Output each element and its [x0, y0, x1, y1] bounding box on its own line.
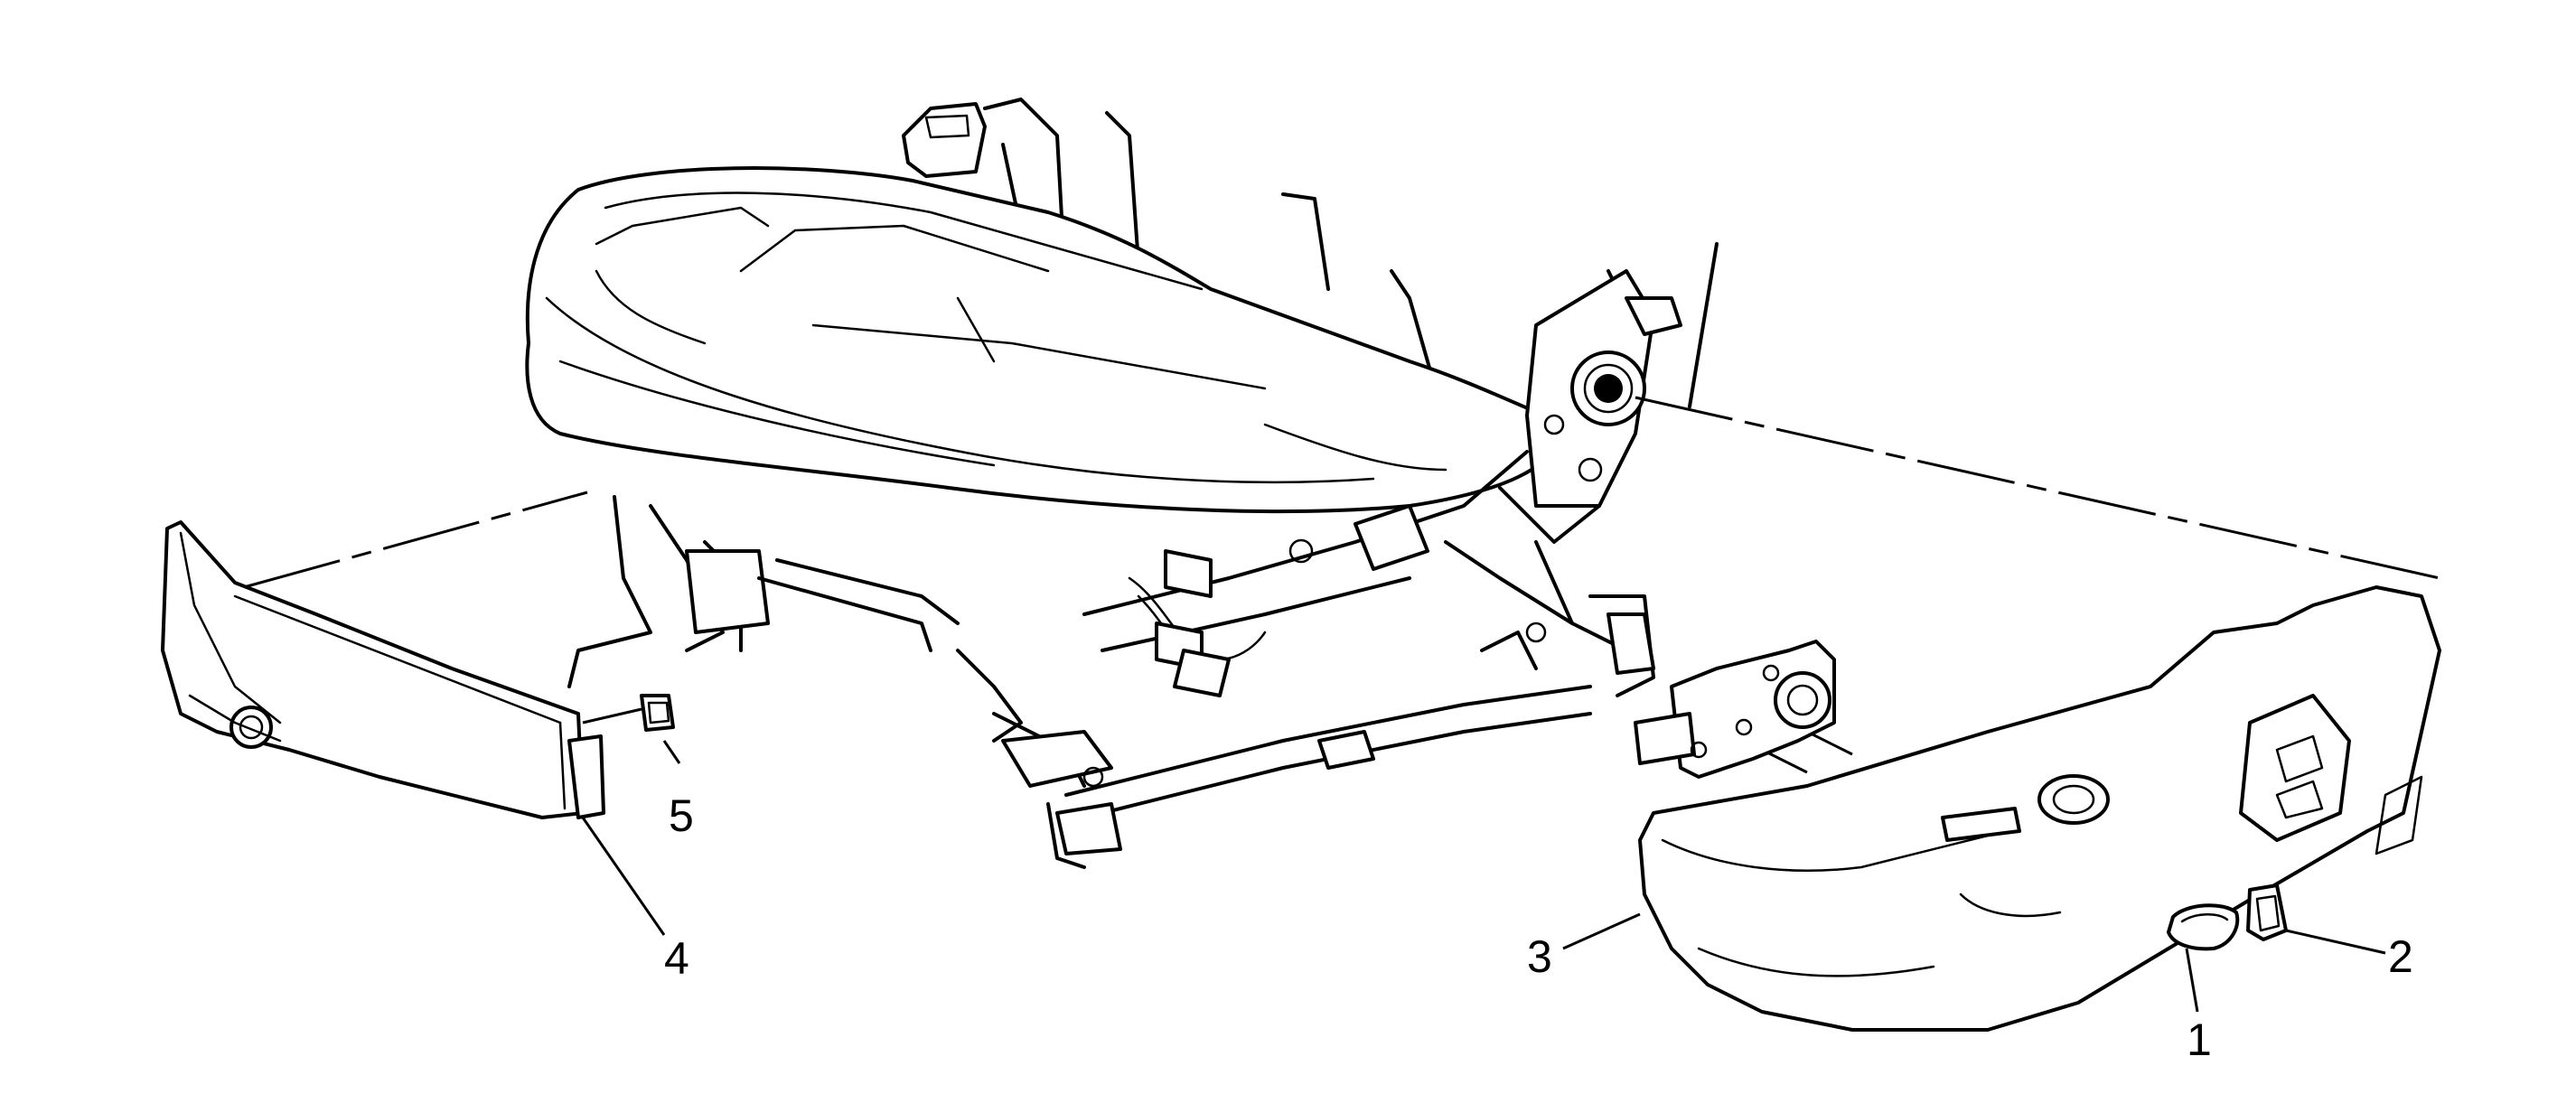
callout-leaders	[581, 740, 2386, 1013]
callout-2: 2	[2388, 931, 2413, 982]
callout-4: 4	[664, 933, 689, 984]
seat-cushion	[525, 166, 1574, 514]
callout-5: 5	[669, 790, 694, 841]
seat-belt-buckle	[902, 102, 987, 178]
switch-knob	[2167, 903, 2240, 951]
front-trim-panel	[161, 520, 605, 819]
seat-switch-bracket	[1634, 640, 1836, 779]
retainer-clip	[582, 694, 675, 732]
recliner-knob	[2246, 883, 2288, 941]
callout-3: 3	[1527, 931, 1552, 982]
side-shield	[1638, 585, 2441, 1032]
seat-adjuster-frame	[567, 269, 1682, 869]
callout-1: 1	[2187, 1014, 2212, 1065]
